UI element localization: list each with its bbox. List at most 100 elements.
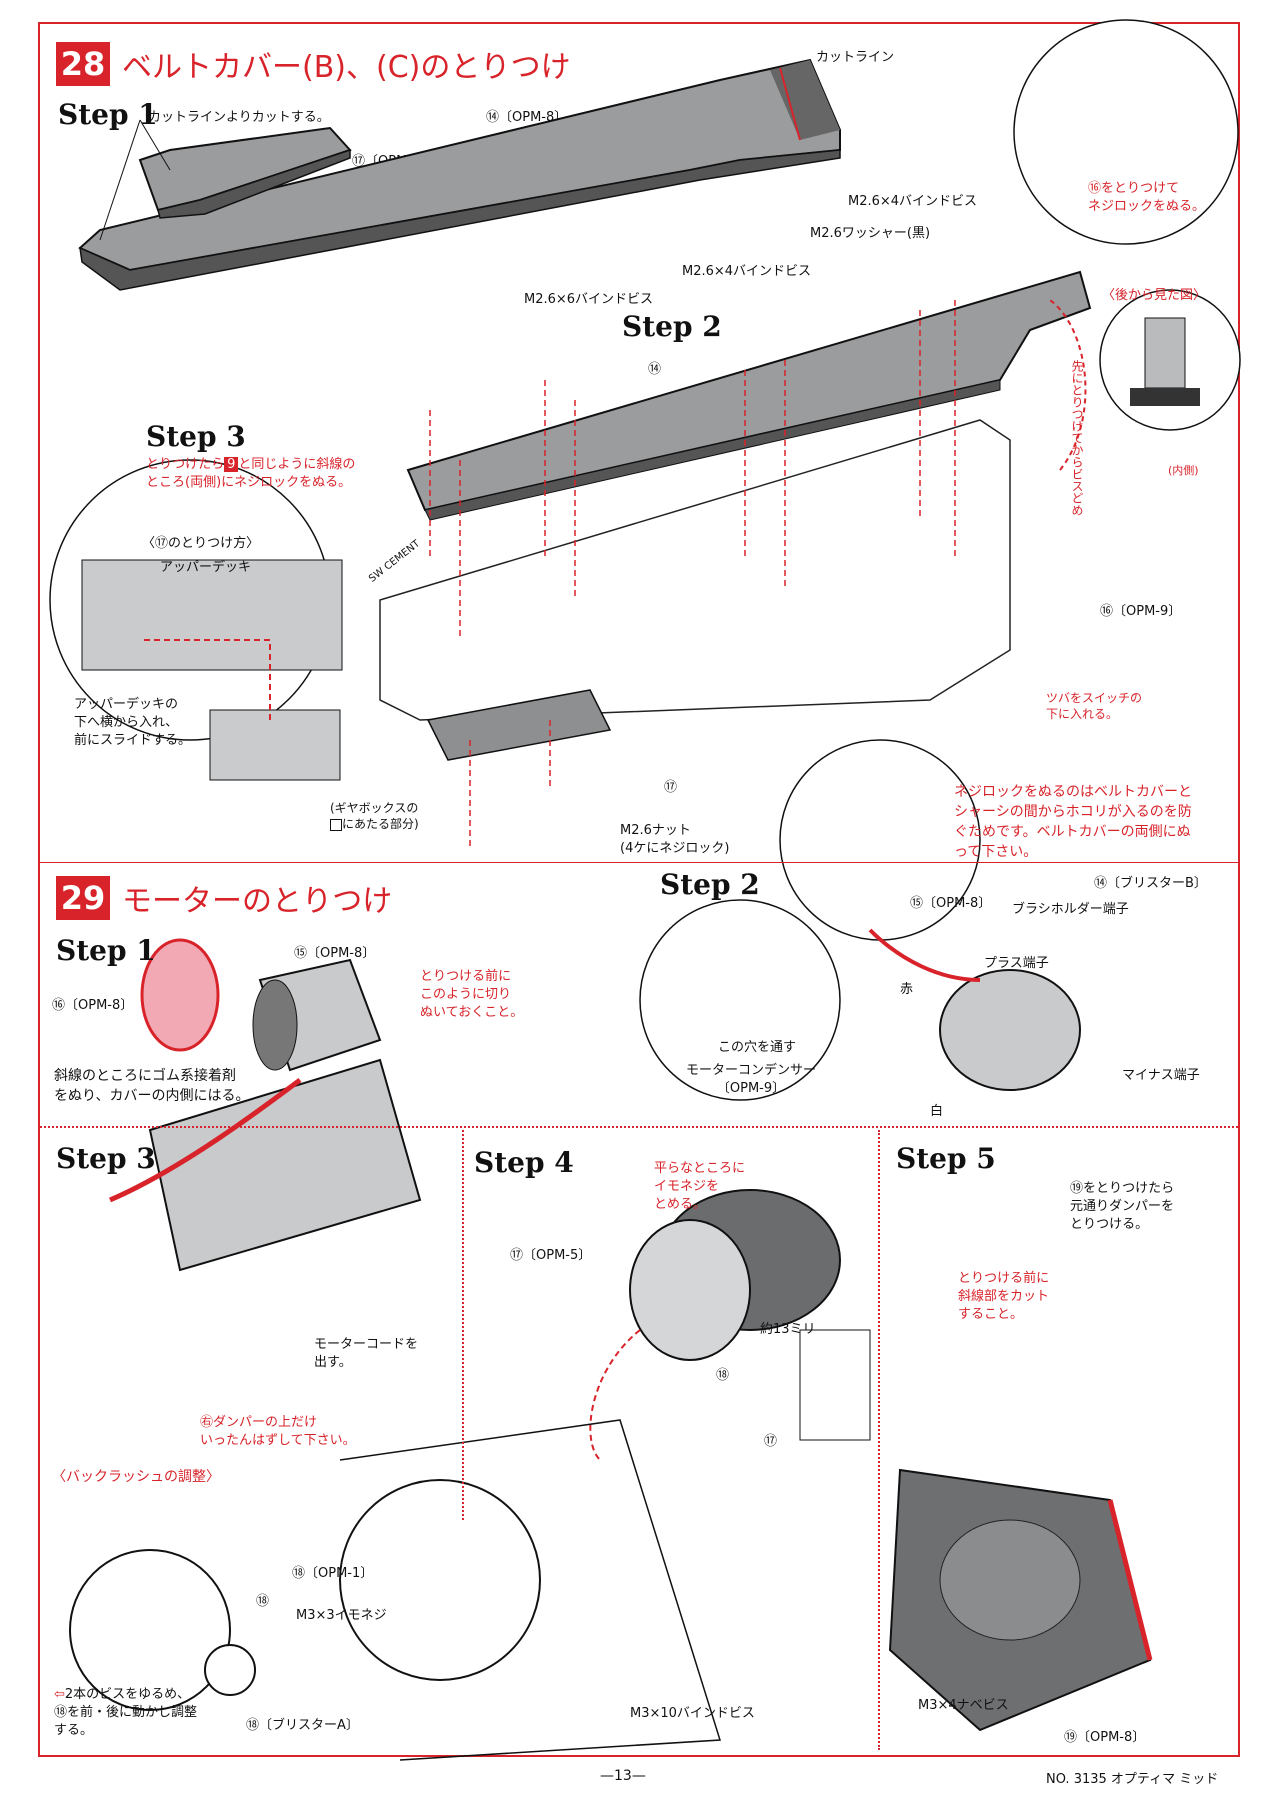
damper-line1: ㊨ダンパーの上だけ bbox=[200, 1415, 318, 1430]
capacitor-line2: 〔OPM-9〕 bbox=[716, 1081, 786, 1096]
motor-step5-cut-line1: とりつける前に bbox=[958, 1271, 1050, 1286]
arrow-icon: ⇦ bbox=[54, 1687, 65, 1702]
section-number: 28 bbox=[56, 42, 110, 86]
inset-107-line1: アッパーデッキの bbox=[74, 697, 179, 712]
minus-terminal-label: マイナス端子 bbox=[1122, 1068, 1200, 1083]
washer-label: M2.6ワッシャー(黒) bbox=[810, 226, 931, 241]
motor-step5-cut-note: とりつける前に 斜線部をカット すること。 bbox=[958, 1270, 1049, 1324]
red-vertical-note: 先にとりつけてからビスどめ bbox=[1070, 360, 1084, 516]
lock-note-line3: ぐためです。ベルトカバーの両側にぬ bbox=[954, 824, 1191, 840]
m26x6-screw-label: M2.6×6バインドビス bbox=[524, 292, 654, 307]
red-wire-label: 赤 bbox=[900, 982, 914, 997]
step3-ref: 9 bbox=[224, 457, 239, 472]
lock-note-line2: シャーシの間からホコリが入るのを防 bbox=[954, 804, 1192, 820]
page-border bbox=[38, 22, 1240, 1757]
inset-107-line3: 前にスライドする。 bbox=[74, 733, 192, 748]
model-number: NO. 3135 オプティマ ミッド bbox=[1046, 1772, 1219, 1787]
step-separator bbox=[40, 1126, 1238, 1128]
length-label: 約13ミリ bbox=[760, 1322, 816, 1337]
part-115-label: ⑮〔OPM-8〕 bbox=[910, 896, 992, 911]
step3-text-line1b: と同じように斜線の bbox=[238, 457, 356, 472]
capacitor-line1: モーターコンデンサー bbox=[686, 1063, 817, 1078]
backlash-line2: ⑱を前・後に動かし調整 bbox=[54, 1705, 198, 1720]
part-128-label: ⑱ bbox=[716, 1368, 730, 1383]
damper-note: ㊨ダンパーの上だけ いったんはずして下さい。 bbox=[200, 1414, 356, 1450]
motor-step4-note: 平らなところに イモネジを とめる。 bbox=[654, 1160, 745, 1214]
part-127-label: ⑰〔OPM-5〕 bbox=[510, 1248, 592, 1263]
motor-step1-label: Step 1 bbox=[56, 934, 156, 967]
motor-step1-note: とりつける前に このように切り ぬいておくこと。 bbox=[420, 968, 523, 1022]
brush-holder-label: ブラシホルダー端子 bbox=[1012, 902, 1129, 917]
step3-text-line1: とりつけたら bbox=[146, 457, 225, 472]
white-wire-label: 白 bbox=[930, 1104, 944, 1119]
backlash-line3: する。 bbox=[54, 1723, 94, 1738]
section-heading: ベルトカバー(B)、(C)のとりつけ bbox=[122, 50, 571, 85]
part-106-label: ⑯〔OPM-9〕 bbox=[1100, 604, 1182, 619]
motor-cord-line1: モーターコードを bbox=[314, 1337, 419, 1352]
section-heading: モーターのとりつけ bbox=[122, 884, 393, 919]
m3x10-screw-label: M3×10バインドビス bbox=[630, 1706, 755, 1721]
motor-cord-note: モーターコードを 出す。 bbox=[314, 1336, 418, 1372]
backlash-note: ⇦2本のビスをゆるめ、 ⑱を前・後に動かし調整 する。 bbox=[54, 1686, 197, 1740]
part-108-label: ⑱〔OPM-1〕 bbox=[292, 1566, 374, 1581]
part-129-label: ⑲〔OPM-8〕 bbox=[1064, 1730, 1146, 1745]
motor-drawings bbox=[69, 899, 1153, 1761]
motor-step2-label: Step 2 bbox=[660, 868, 760, 901]
motor-step4-note-line1: 平らなところに bbox=[654, 1161, 746, 1176]
part-128b-label: ⑱〔ブリスターA〕 bbox=[246, 1718, 359, 1733]
part-126-label: ⑯〔OPM-8〕 bbox=[52, 998, 134, 1013]
section-number: 29 bbox=[56, 876, 110, 920]
rear-view-title: 〈後から見た図〉 bbox=[1102, 288, 1207, 303]
motor-step5-line1: ⑲をとりつけたら bbox=[1070, 1181, 1175, 1196]
motor-step1-note-line3: ぬいておくこと。 bbox=[420, 1005, 524, 1020]
tsuba-note: ツバをスイッチの 下に入れる。 bbox=[1046, 690, 1142, 722]
motor-step1-text-line1: 斜線のところにゴム系接着剤 bbox=[54, 1068, 236, 1084]
step-separator-v2 bbox=[878, 1130, 880, 1750]
tsuba-line1: ツバをスイッチの bbox=[1046, 691, 1143, 705]
backlash-part-128: ⑱ bbox=[256, 1594, 270, 1609]
gearbox-note: (ギヤボックスの にあたる部分) bbox=[330, 800, 419, 832]
nut-line2: (4ケにネジロック) bbox=[620, 841, 730, 856]
m3x4-screw-label: M3×4ナベビス bbox=[918, 1698, 1009, 1713]
upper-deck-label: アッパーデッキ bbox=[160, 560, 252, 575]
motor-step1-note-line2: このように切り bbox=[420, 987, 512, 1002]
step2-part-104: ⑭ bbox=[648, 362, 662, 377]
m26x4-screw-label-a: M2.6×4バインドビス bbox=[848, 194, 978, 209]
motor-step1-text: 斜線のところにゴム系接着剤 をぬり、カバーの内側にはる。 bbox=[54, 1066, 249, 1106]
cut-line-label: カットライン bbox=[816, 50, 895, 65]
motor-step5-cut-line3: すること。 bbox=[958, 1307, 1024, 1322]
hole-label: この穴を通す bbox=[718, 1040, 797, 1055]
inset-106-line2: ネジロックをぬる。 bbox=[1088, 199, 1206, 214]
part-127b-label: ⑰ bbox=[764, 1434, 778, 1449]
tsuba-line2: 下に入れる。 bbox=[1046, 707, 1119, 721]
motor-step5-note: ⑲をとりつけたら 元通りダンパーを とりつける。 bbox=[1070, 1180, 1174, 1234]
square-symbol bbox=[330, 818, 342, 831]
part-124-label: ⑭〔ブリスターB〕 bbox=[1094, 876, 1207, 891]
nut-line1: M2.6ナット bbox=[620, 823, 691, 838]
motor-step4-label: Step 4 bbox=[474, 1146, 574, 1179]
inset-107-note: アッパーデッキの 下へ横から入れ、 前にスライドする。 bbox=[74, 696, 191, 750]
motor-step4-note-line2: イモネジを bbox=[654, 1179, 720, 1194]
belt-cover-b-drawing bbox=[49, 19, 1241, 941]
rear-view-inner: (内側) bbox=[1168, 464, 1199, 477]
motor-step5-label: Step 5 bbox=[896, 1142, 996, 1175]
gearbox-line1: (ギヤボックスの bbox=[330, 801, 419, 815]
part-125-label: ⑮〔OPM-8〕 bbox=[294, 946, 376, 961]
step-separator-v1 bbox=[462, 1130, 464, 1520]
step3-label: Step 3 bbox=[146, 420, 246, 453]
nut-note: M2.6ナット (4ケにネジロック) bbox=[620, 822, 729, 858]
lock-note: ネジロックをぬるのはベルトカバーと シャーシの間からホコリが入るのを防 ぐためで… bbox=[954, 782, 1192, 862]
inset-107-line2: 下へ横から入れ、 bbox=[74, 715, 179, 730]
motor-step5-cut-line2: 斜線部をカット bbox=[958, 1289, 1050, 1304]
plus-terminal-label: プラス端子 bbox=[984, 956, 1049, 971]
motor-step3-label: Step 3 bbox=[56, 1142, 156, 1175]
backlash-line1: 2本のビスをゆるめ、 bbox=[64, 1687, 191, 1702]
section-28-title: 28 ベルトカバー(B)、(C)のとりつけ bbox=[56, 42, 571, 86]
lock-note-line1: ネジロックをぬるのはベルトカバーと bbox=[954, 784, 1192, 800]
m26x4-screw-label-b: M2.6×4バインドビス bbox=[682, 264, 812, 279]
page-number: —13— bbox=[600, 1768, 646, 1784]
motor-step1-text-line2: をぬり、カバーの内側にはる。 bbox=[54, 1088, 250, 1104]
inset-106-note: ⑯をとりつけて ネジロックをぬる。 bbox=[1088, 180, 1205, 216]
inset-106-line1: ⑯をとりつけて bbox=[1088, 181, 1180, 196]
